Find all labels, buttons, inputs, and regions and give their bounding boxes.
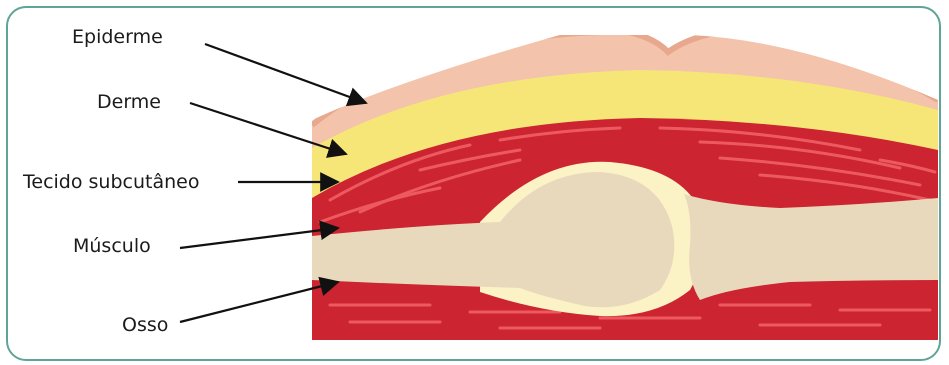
label-derme: Derme — [97, 91, 161, 113]
label-osso: Osso — [122, 314, 168, 336]
label-tecido-subcutaneo: Tecido subcutâneo — [22, 171, 199, 193]
label-epiderme: Epiderme — [72, 26, 163, 48]
label-musculo: Músculo — [73, 235, 151, 257]
cross-section — [312, 32, 938, 340]
arrow-epiderme — [205, 44, 366, 103]
